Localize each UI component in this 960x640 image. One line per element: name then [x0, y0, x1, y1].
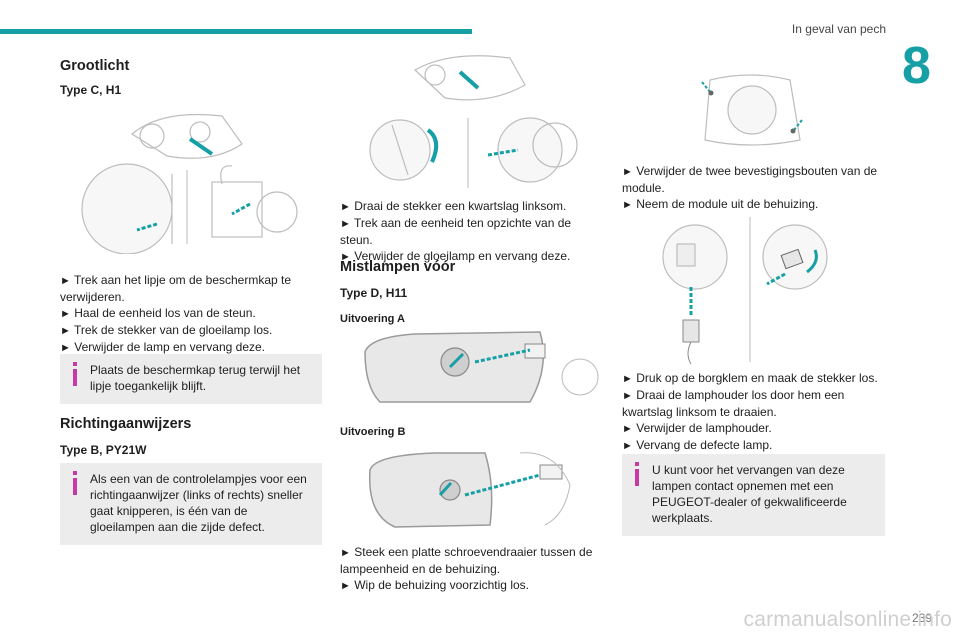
mist-title: Mistlampen vóór: [340, 259, 456, 275]
info-note-1: Plaats de beschermkap terug terwijl het …: [60, 354, 322, 404]
step-1: ► Trek aan het lipje om de beschermkap t…: [60, 273, 292, 304]
header-accent-bar: [0, 29, 472, 34]
step-3: ► Trek de stekker van de gloeilamp los.: [60, 323, 273, 337]
info-note-3: U kunt voor het vervangen van deze lampe…: [622, 454, 885, 536]
step-7: ► Verwijder de gloeilamp en vervang deze…: [340, 249, 571, 263]
page-number: 239: [911, 611, 932, 625]
grootlicht-title: Grootlicht: [60, 58, 130, 74]
step-4: ► Verwijder de lamp en vervang deze.: [60, 340, 266, 354]
info-icon: [73, 362, 77, 386]
step-8: ► Steek een platte schroevendraaier tuss…: [340, 545, 593, 576]
fog-module-illustration: [701, 74, 803, 146]
step-10: ► Verwijder de twee bevestigingsbouten v…: [622, 164, 878, 195]
grootlicht-type: Type C, H1: [60, 83, 122, 97]
step-5: ► Draai de stekker een kwartslag linksom…: [340, 199, 567, 213]
richting-heading-block: Richtingaanwijzers Type B, PY21W: [60, 416, 322, 458]
uitvoering-b-label: Uitvoering B: [340, 426, 406, 438]
chapter-number: 8: [902, 37, 931, 95]
richting-type: Type B, PY21W: [60, 443, 147, 457]
lamp-holder-illustration: [662, 217, 828, 365]
right-steps-2: ► Druk op de borgklem en maak de stekker…: [622, 370, 884, 454]
step-2: ► Haal de eenheid los van de steun.: [60, 306, 256, 320]
step-9: ► Wip de behuizing voorzichtig los.: [340, 578, 529, 592]
step-13: ► Draai de lamphouder los door hem een k…: [622, 388, 845, 419]
step-12: ► Druk op de borgklem en maak de stekker…: [622, 371, 878, 385]
step-6: ► Trek aan de eenheid ten opzichte van d…: [340, 216, 572, 247]
fog-lamp-a-illustration: [364, 331, 599, 403]
watermark: carmanualsonline.info: [743, 608, 952, 631]
note-3-text: U kunt voor het vervangen van deze lampe…: [652, 463, 847, 525]
uitvoering-b-block: Uitvoering B: [340, 424, 602, 440]
fog-lamp-b-illustration: [368, 452, 571, 528]
info-icon: [73, 471, 77, 495]
headlamp-illustration: [81, 113, 298, 254]
header-title: In geval van pech: [791, 22, 886, 36]
plug-rotation-illustration: [369, 55, 578, 188]
step-15: ► Vervang de defecte lamp.: [622, 438, 773, 452]
mist-heading-block: Mistlampen vóór Type D, H11 Uitvoering A: [340, 259, 602, 327]
middle-steps: ► Draai de stekker een kwartslag linksom…: [340, 198, 602, 265]
step-11: ► Neem de module uit de behuizing.: [622, 197, 819, 211]
mist-type: Type D, H11: [340, 286, 408, 300]
note-1-text: Plaats de beschermkap terug terwijl het …: [90, 363, 301, 393]
middle-steps-2: ► Steek een platte schroevendraaier tuss…: [340, 544, 602, 594]
richting-title: Richtingaanwijzers: [60, 416, 192, 432]
step-14: ► Verwijder de lamphouder.: [622, 421, 772, 435]
right-steps: ► Verwijder de twee bevestigingsbouten v…: [622, 163, 884, 213]
grootlicht-heading-block: Grootlicht Type C, H1: [60, 58, 322, 98]
uitvoering-a-label: Uitvoering A: [340, 313, 405, 325]
info-icon: [635, 462, 639, 486]
left-steps: ► Trek aan het lipje om de beschermkap t…: [60, 272, 322, 356]
info-note-2: Als een van de controlelampjes voor een …: [60, 463, 322, 545]
note-2-text: Als een van de controlelampjes voor een …: [90, 472, 307, 534]
